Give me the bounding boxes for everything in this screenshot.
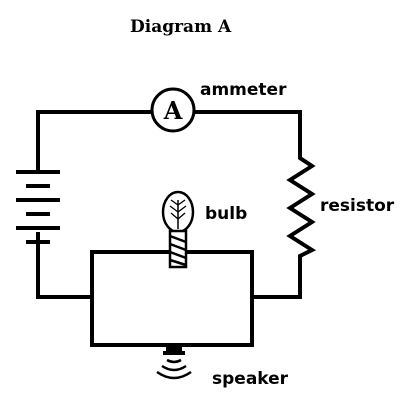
resistor-label: resistor [320, 196, 395, 216]
speaker-label: speaker [212, 369, 289, 389]
wire-top-right [194, 110, 302, 152]
main-circuit-wires [36, 110, 302, 299]
resistor-icon [286, 148, 317, 266]
ammeter-label: ammeter [200, 80, 287, 100]
wire-left-bottom [36, 232, 94, 299]
bulb-icon [161, 190, 195, 269]
ammeter-symbol: A [163, 96, 183, 125]
bulb-label: bulb [205, 204, 247, 224]
battery-icon [16, 170, 60, 244]
ammeter-icon: A [150, 87, 196, 133]
speaker-icon [156, 343, 192, 380]
wire-top-left [36, 110, 152, 172]
wire-right-bottom [250, 262, 302, 299]
diagram-title: Diagram A [130, 17, 232, 37]
